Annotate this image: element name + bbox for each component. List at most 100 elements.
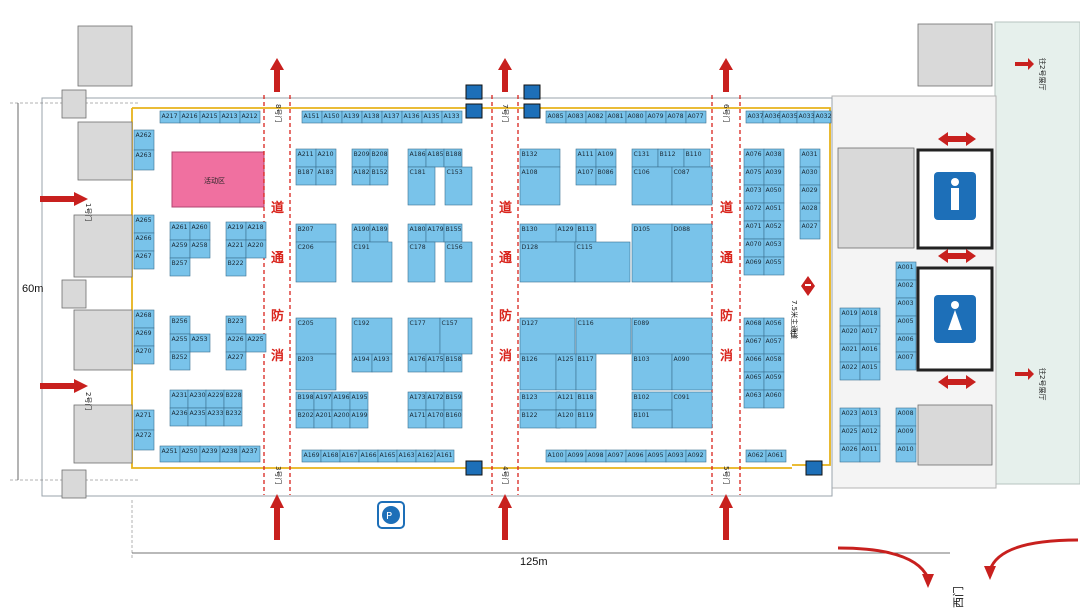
booth-b198[interactable]: B198 [295, 391, 315, 411]
booth-a125[interactable]: A125 [555, 353, 577, 391]
booth-a011[interactable]: A011 [859, 443, 881, 463]
booth-a168[interactable]: A168 [320, 449, 341, 463]
booth-a067[interactable]: A067 [743, 335, 765, 355]
booth-a265[interactable]: A265 [133, 214, 155, 234]
booth-a253[interactable]: A253 [189, 333, 211, 353]
booth-a170[interactable]: A170 [425, 409, 445, 429]
booth-c106[interactable]: C106 [631, 166, 673, 206]
booth-b113[interactable]: B113 [575, 223, 597, 243]
booth-b119[interactable]: B119 [575, 409, 597, 429]
booth-b256[interactable]: B256 [169, 315, 191, 335]
booth-a009[interactable]: A009 [895, 425, 917, 445]
booth-a033[interactable]: A033 [796, 110, 815, 124]
booth-a090[interactable]: A090 [671, 353, 713, 391]
booth-b112[interactable]: B112 [657, 148, 685, 168]
booth-a173[interactable]: A173 [407, 391, 427, 411]
booth-a180[interactable]: A180 [407, 223, 427, 243]
booth-a219[interactable]: A219 [225, 221, 247, 241]
booth-a175[interactable]: A175 [425, 353, 445, 373]
booth-a262[interactable]: A262 [133, 129, 155, 151]
booth-a092[interactable]: A092 [685, 449, 707, 463]
booth-a176[interactable]: A176 [407, 353, 427, 373]
booth-a076[interactable]: A076 [743, 148, 765, 168]
booth-a019[interactable]: A019 [839, 307, 861, 327]
booth-b152[interactable]: B152 [369, 166, 389, 186]
booth-a196[interactable]: A196 [331, 391, 351, 411]
booth-a121[interactable]: A121 [555, 391, 577, 411]
booth-a081[interactable]: A081 [605, 110, 627, 124]
booth-c091[interactable]: C091 [671, 391, 713, 429]
booth-a266[interactable]: A266 [133, 232, 155, 252]
booth-a210[interactable]: A210 [315, 148, 337, 168]
booth-a056[interactable]: A056 [763, 317, 785, 337]
booth-a197[interactable]: A197 [313, 391, 333, 411]
booth-a230[interactable]: A230 [187, 389, 207, 409]
booth-a012[interactable]: A012 [859, 425, 881, 445]
booth-a135[interactable]: A135 [421, 110, 443, 124]
booth-a093[interactable]: A093 [665, 449, 687, 463]
booth-a183[interactable]: A183 [315, 166, 337, 186]
booth-b117[interactable]: B117 [575, 353, 597, 391]
booth-a021[interactable]: A021 [839, 343, 861, 363]
booth-a109[interactable]: A109 [595, 148, 617, 168]
booth-a190[interactable]: A190 [351, 223, 371, 243]
booth-d128[interactable]: D128 [519, 241, 576, 283]
booth-a133[interactable]: A133 [441, 110, 463, 124]
booth-b252[interactable]: B252 [169, 351, 191, 371]
booth-a022[interactable]: A022 [839, 361, 861, 381]
booth-d105[interactable]: D105 [631, 223, 673, 283]
booth-a075[interactable]: A075 [743, 166, 765, 186]
booth-a150[interactable]: A150 [321, 110, 343, 124]
booth-a055[interactable]: A055 [763, 256, 785, 276]
booth-a029[interactable]: A029 [799, 184, 821, 204]
booth-a111[interactable]: A111 [575, 148, 597, 168]
booth-a194[interactable]: A194 [351, 353, 373, 373]
booth-b160[interactable]: B160 [443, 409, 463, 429]
booth-a269[interactable]: A269 [133, 327, 155, 347]
booth-a010[interactable]: A010 [895, 443, 917, 463]
booth-a038[interactable]: A038 [763, 148, 785, 168]
booth-a005[interactable]: A005 [895, 315, 917, 335]
booth-b122[interactable]: B122 [519, 409, 561, 429]
booth-a163[interactable]: A163 [396, 449, 417, 463]
booth-b103[interactable]: B103 [631, 353, 673, 391]
booth-a018[interactable]: A018 [859, 307, 881, 327]
booth-a166[interactable]: A166 [358, 449, 379, 463]
booth-a039[interactable]: A039 [763, 166, 785, 186]
booth-c153[interactable]: C153 [444, 166, 473, 206]
booth-b209[interactable]: B209 [351, 148, 371, 168]
booth-b132[interactable]: B132 [519, 148, 561, 168]
booth-a185[interactable]: A185 [425, 148, 445, 168]
booth-a020[interactable]: A020 [839, 325, 861, 345]
booth-b228[interactable]: B228 [223, 389, 243, 409]
booth-b203[interactable]: B203 [295, 353, 337, 391]
booth-b101[interactable]: B101 [631, 409, 673, 429]
booth-b155[interactable]: B155 [443, 223, 463, 243]
booth-a261[interactable]: A261 [169, 221, 191, 241]
booth-a079[interactable]: A079 [645, 110, 667, 124]
booth-a037[interactable]: A037 [745, 110, 764, 124]
booth-a063[interactable]: A063 [743, 389, 765, 409]
booth-a097[interactable]: A097 [605, 449, 627, 463]
booth-a036[interactable]: A036 [762, 110, 781, 124]
booth-a017[interactable]: A017 [859, 325, 881, 345]
booth-a169[interactable]: A169 [301, 449, 322, 463]
booth-b188[interactable]: B188 [443, 148, 463, 168]
booth-a120[interactable]: A120 [555, 409, 577, 429]
booth-a023[interactable]: A023 [839, 407, 861, 427]
booth-a008[interactable]: A008 [895, 407, 917, 427]
booth-a213[interactable]: A213 [219, 110, 241, 124]
booth-a136[interactable]: A136 [401, 110, 423, 124]
booth-a107[interactable]: A107 [575, 166, 597, 186]
booth-a167[interactable]: A167 [339, 449, 360, 463]
booth-a233[interactable]: A233 [205, 407, 225, 427]
booth-a060[interactable]: A060 [763, 389, 785, 409]
booth-a272[interactable]: A272 [133, 429, 155, 451]
booth-b123[interactable]: B123 [519, 391, 561, 411]
booth-a068[interactable]: A068 [743, 317, 765, 337]
booth-a072[interactable]: A072 [743, 202, 765, 222]
booth-a137[interactable]: A137 [381, 110, 403, 124]
booth-a096[interactable]: A096 [625, 449, 647, 463]
booth-a260[interactable]: A260 [189, 221, 211, 241]
booth-b158[interactable]: B158 [443, 353, 463, 373]
